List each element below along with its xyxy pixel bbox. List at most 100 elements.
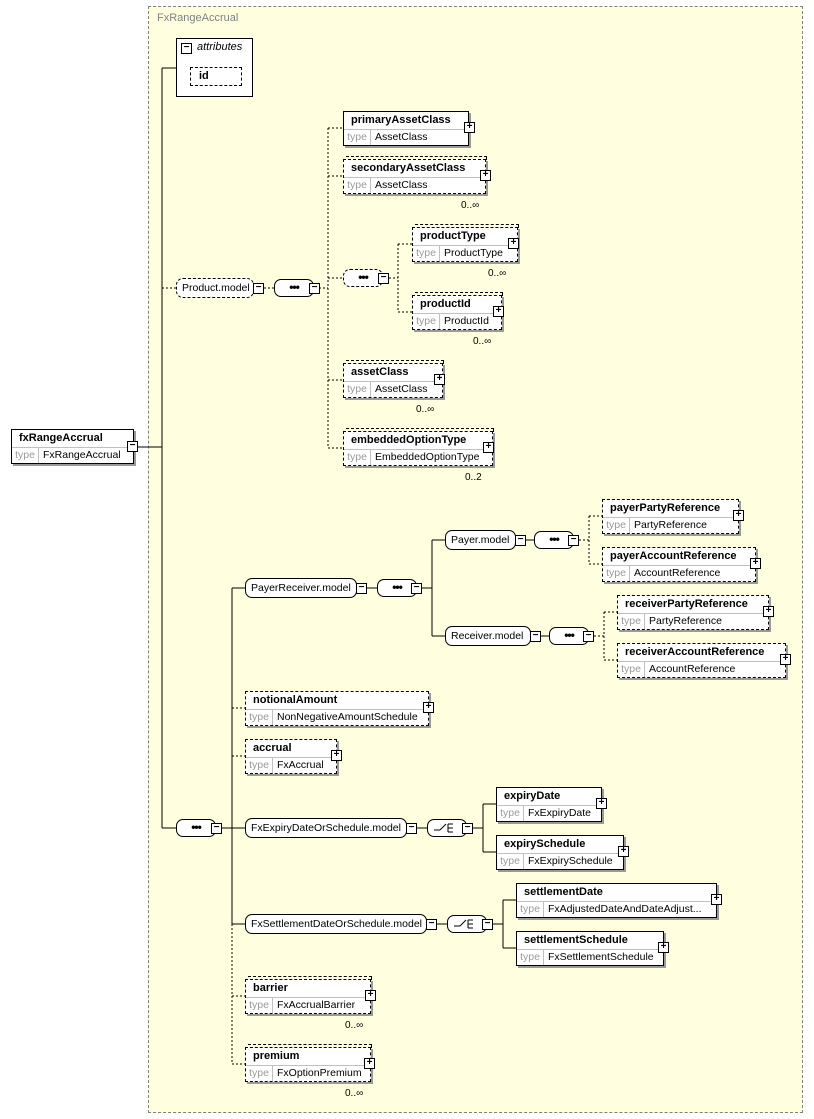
collapse-icon[interactable]: − xyxy=(568,535,579,546)
element-type: FxAdjustedDateAndDateAdjust... xyxy=(548,903,702,915)
expand-icon[interactable]: + xyxy=(658,942,669,953)
choice-icon xyxy=(434,823,453,833)
element-type: AccountReference xyxy=(649,663,736,675)
expand-icon[interactable]: + xyxy=(423,702,434,713)
expand-icon[interactable]: + xyxy=(780,654,791,665)
cardinality: 0..∞ xyxy=(416,404,435,415)
receiver-model-label: Receiver.model xyxy=(451,630,524,642)
main-sequence-compositor: ••• xyxy=(176,819,216,837)
collapse-icon[interactable]: − xyxy=(462,823,473,834)
collapse-icon[interactable]: − xyxy=(411,583,422,594)
element-type: AssetClass xyxy=(375,383,428,395)
attributes-group: − attributes id xyxy=(176,38,253,97)
type-key: type xyxy=(344,178,371,193)
payer-receiver-model-group[interactable]: PayerReceiver.model xyxy=(245,578,357,598)
expand-icon[interactable]: + xyxy=(493,306,504,317)
element-type: FxAccrual xyxy=(277,759,324,771)
collapse-icon[interactable]: − xyxy=(211,823,222,834)
expiry-model-group[interactable]: FxExpiryDateOrSchedule.model xyxy=(245,818,407,838)
payer-receiver-model-label: PayerReceiver.model xyxy=(251,582,351,594)
element-name: payerAccountReference xyxy=(610,550,737,562)
type-key: type xyxy=(246,998,273,1013)
element-name: expirySchedule xyxy=(504,838,586,850)
attribute-id[interactable]: id xyxy=(190,67,242,86)
collapse-icon[interactable]: − xyxy=(482,919,493,930)
element-name: barrier xyxy=(253,982,288,994)
type-key: type xyxy=(413,314,440,329)
receiver-model-group[interactable]: Receiver.model xyxy=(445,626,531,646)
element-type: AssetClass xyxy=(375,179,428,191)
element-name: receiverAccountReference xyxy=(625,646,765,658)
collapse-icon[interactable]: − xyxy=(530,631,541,642)
sequence-compositor: ••• xyxy=(343,269,383,287)
expand-icon[interactable]: + xyxy=(711,894,722,905)
expand-icon[interactable]: + xyxy=(763,606,774,617)
element-type: ProductId xyxy=(444,315,489,327)
expand-icon[interactable]: + xyxy=(483,442,494,453)
element-name: settlementSchedule xyxy=(524,934,628,946)
collapse-icon[interactable]: − xyxy=(515,535,526,546)
collapse-icon[interactable]: − xyxy=(426,919,437,930)
expand-icon[interactable]: + xyxy=(464,122,475,133)
collapse-icon[interactable]: − xyxy=(253,283,264,294)
element-name: settlementDate xyxy=(524,886,603,898)
element-name: payerPartyReference xyxy=(610,502,721,514)
expand-icon[interactable]: + xyxy=(480,170,491,181)
collapse-icon[interactable]: − xyxy=(583,631,594,642)
collapse-icon[interactable]: − xyxy=(378,273,389,284)
expand-icon[interactable]: + xyxy=(750,558,761,569)
collapse-icon[interactable]: − xyxy=(127,441,138,452)
element-name: accrual xyxy=(253,742,292,754)
type-key: type xyxy=(497,854,524,869)
cardinality: 0..∞ xyxy=(461,200,480,211)
expand-icon[interactable]: + xyxy=(365,990,376,1001)
element-type: FxOptionPremium xyxy=(277,1067,362,1079)
settlement-model-group[interactable]: FxSettlementDateOrSchedule.model xyxy=(245,914,427,934)
type-key: type xyxy=(344,382,371,397)
expand-icon[interactable]: + xyxy=(508,238,519,249)
product-model-group[interactable]: Product.model xyxy=(176,278,254,298)
element-name: notionalAmount xyxy=(253,694,338,706)
element-type: AssetClass xyxy=(375,131,428,143)
expand-icon[interactable]: + xyxy=(331,750,342,761)
element-type: FxExpiryDate xyxy=(528,807,592,819)
collapse-icon[interactable]: − xyxy=(356,583,367,594)
panel-title: FxRangeAccrual xyxy=(157,12,239,24)
element-name: primaryAssetClass xyxy=(351,114,451,126)
type-key: type xyxy=(246,1066,273,1081)
expand-icon[interactable]: + xyxy=(733,510,744,521)
expand-icon[interactable]: + xyxy=(618,846,629,857)
collapse-icon[interactable]: − xyxy=(309,283,320,294)
expand-icon[interactable]: + xyxy=(434,374,445,385)
payer-model-group[interactable]: Payer.model xyxy=(445,530,516,550)
element-type: EmbeddedOptionType xyxy=(375,451,480,463)
cardinality: 0..∞ xyxy=(473,336,492,347)
expand-icon[interactable]: + xyxy=(364,1058,375,1069)
collapse-icon[interactable]: − xyxy=(406,823,417,834)
collapse-icon[interactable]: − xyxy=(181,43,192,54)
expand-icon[interactable]: + xyxy=(596,798,607,809)
type-key: type xyxy=(603,566,630,581)
type-key: type xyxy=(497,806,524,821)
type-key: type xyxy=(618,614,645,629)
